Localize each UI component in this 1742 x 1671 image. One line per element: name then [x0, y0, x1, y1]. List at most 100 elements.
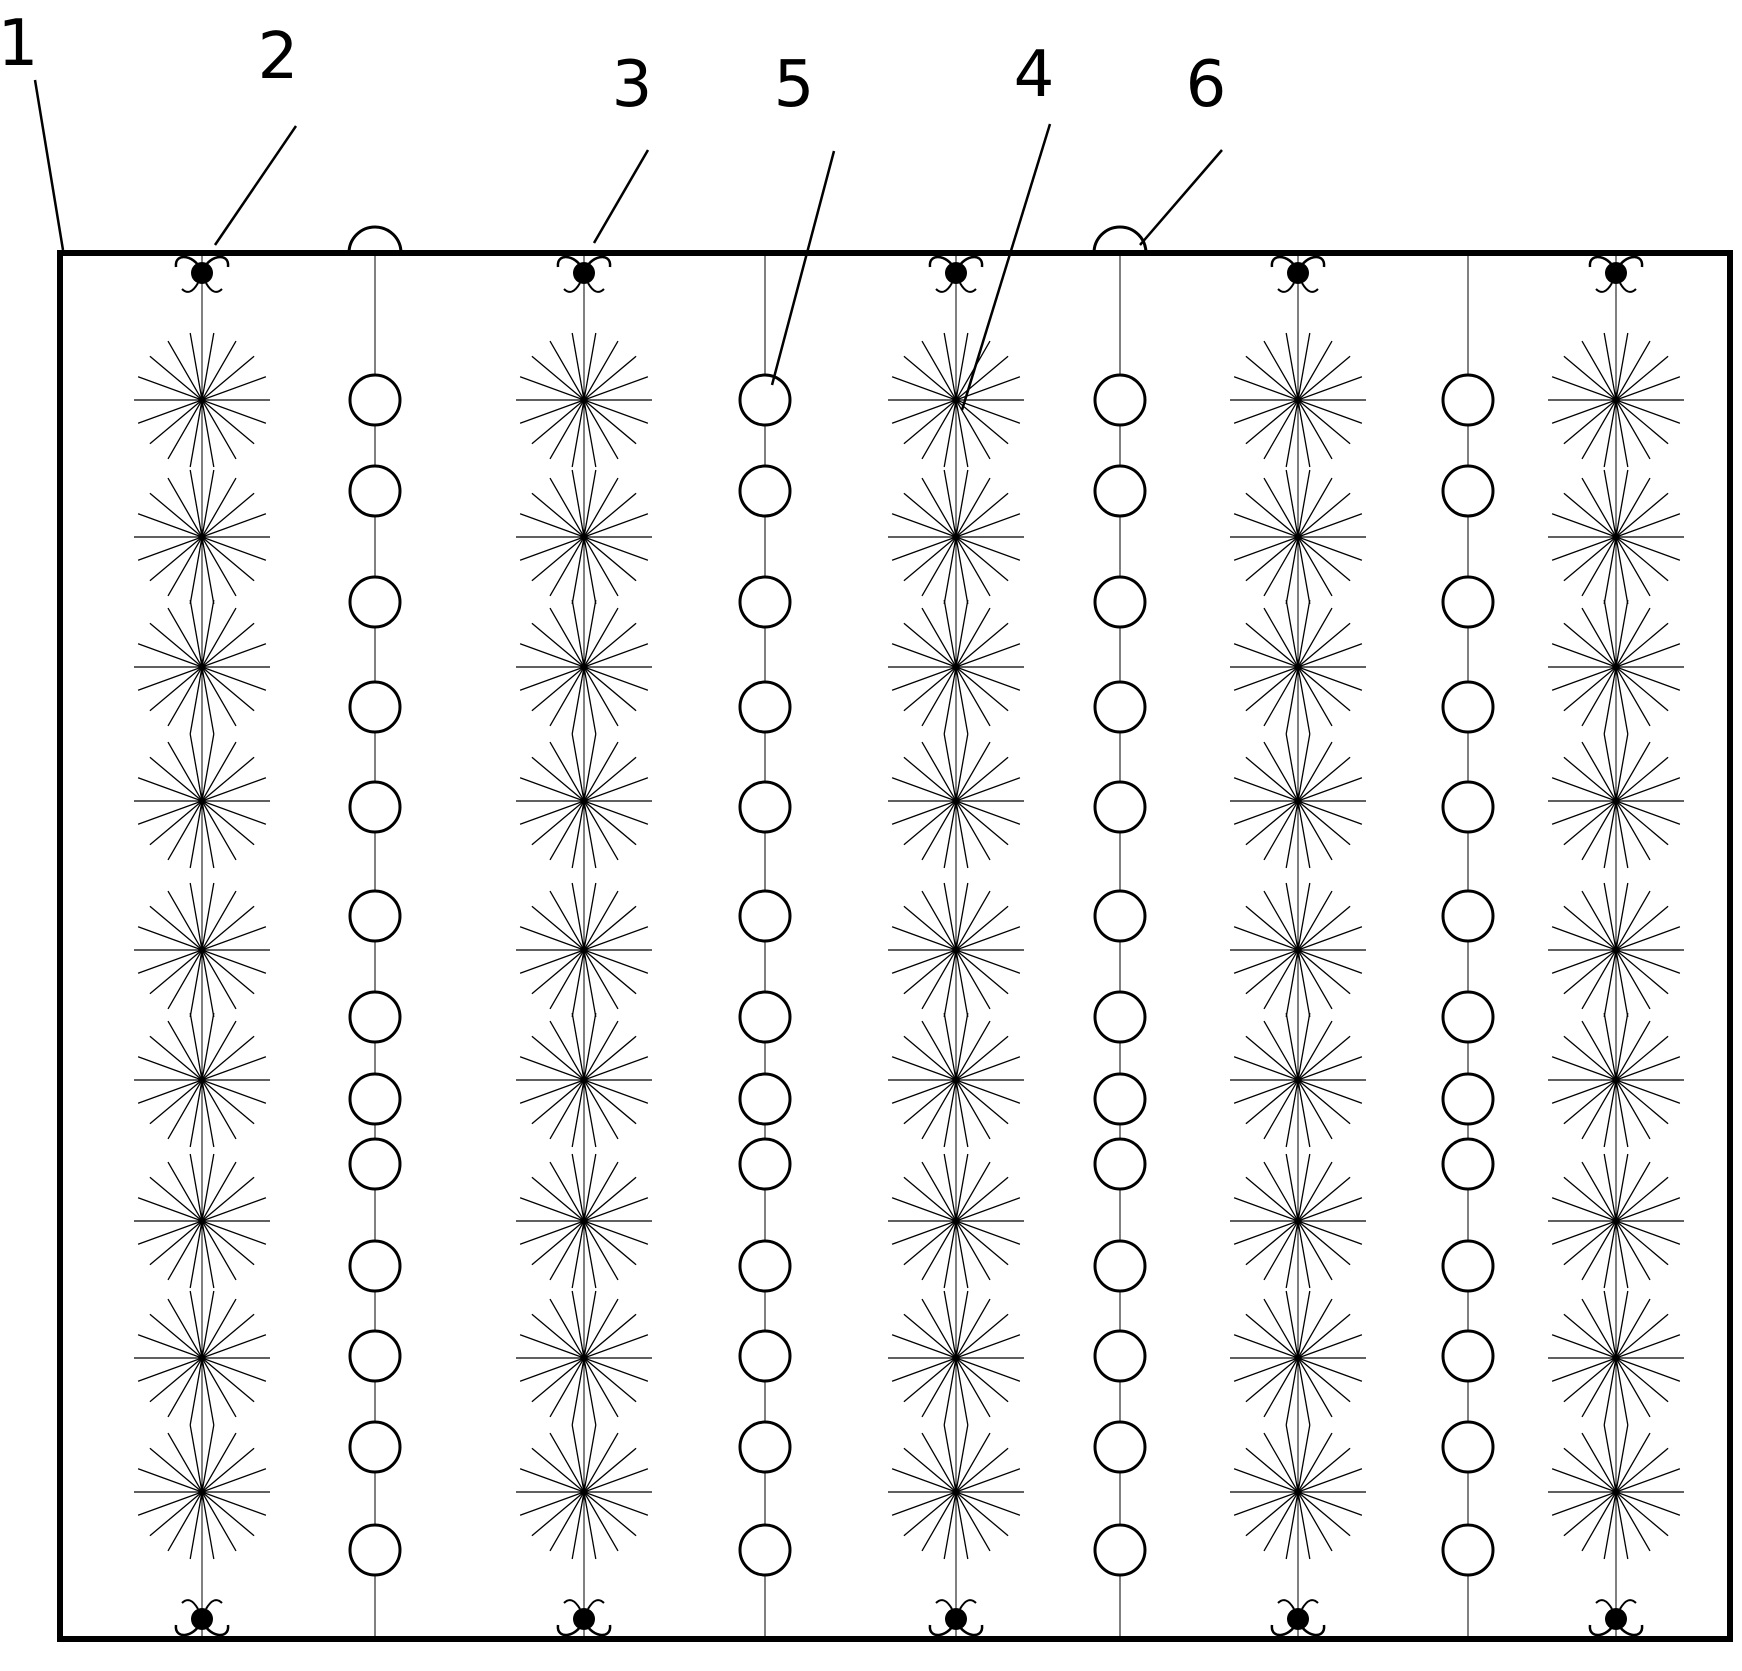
circle-column-2-row-2	[738, 464, 792, 518]
star-column-4-row-8	[1230, 1290, 1366, 1426]
star-column-2-row-8	[516, 1290, 652, 1426]
top-dome-circle-column-1	[347, 225, 403, 254]
star-ray	[519, 643, 649, 691]
star-ray	[1233, 1197, 1363, 1245]
star-ray	[891, 643, 1021, 691]
emitter-dot	[191, 262, 213, 284]
bottom-emitter-column-5	[1588, 1599, 1644, 1637]
emitter-hook-left	[181, 282, 199, 293]
star-column-2-row-1	[516, 332, 652, 468]
circle-column-1-row-13	[348, 1523, 402, 1577]
emitter-hook-right	[205, 282, 223, 293]
callout-leader-5	[770, 150, 836, 386]
star-column-1-row-6	[134, 1012, 270, 1148]
star-ray	[1233, 777, 1363, 825]
circle-column-1-row-12	[348, 1420, 402, 1474]
bottom-emitter-column-4	[1270, 1599, 1326, 1637]
star-ray	[519, 1056, 649, 1104]
star-ray	[1233, 1468, 1363, 1516]
circle-column-3-row-2	[1093, 464, 1147, 518]
circle-column-1-row-5	[348, 780, 402, 834]
star-ray	[891, 513, 1021, 561]
circle-column-4-row-7	[1441, 990, 1495, 1044]
emitter-dot	[573, 262, 595, 284]
emitter-hook-right	[1619, 1599, 1637, 1610]
star-ray	[1233, 1334, 1363, 1382]
star-column-1-row-9	[134, 1424, 270, 1560]
circle-column-4-row-5	[1441, 780, 1495, 834]
star-ray	[1551, 643, 1681, 691]
callout-leader-6	[1139, 149, 1223, 246]
circle-column-3-row-5	[1093, 780, 1147, 834]
emitter-hook-right	[205, 1599, 223, 1610]
emitter-hook-left	[935, 1599, 953, 1610]
circle-column-2-row-11	[738, 1329, 792, 1383]
star-column-2-row-4	[516, 733, 652, 869]
star-column-2-row-6	[516, 1012, 652, 1148]
star-ray	[1551, 513, 1681, 561]
circle-column-1-row-9	[348, 1137, 402, 1191]
star-ray	[891, 1197, 1021, 1245]
bottom-emitter-column-1	[174, 1599, 230, 1637]
circle-column-1-row-3	[348, 575, 402, 629]
emitter-hook-right	[587, 282, 605, 293]
circle-column-4-row-9	[1441, 1137, 1495, 1191]
star-column-3-row-6	[888, 1012, 1024, 1148]
star-ray	[519, 1468, 649, 1516]
emitter-dot	[191, 1608, 213, 1630]
star-column-4-row-4	[1230, 733, 1366, 869]
bottom-emitter-column-3	[928, 1599, 984, 1637]
emitter-dot	[945, 1608, 967, 1630]
star-column-5-row-1	[1548, 332, 1684, 468]
circle-column-4-row-12	[1441, 1420, 1495, 1474]
star-column-4-row-6	[1230, 1012, 1366, 1148]
circle-column-3-row-10	[1093, 1239, 1147, 1293]
circle-column-2-row-9	[738, 1137, 792, 1191]
star-column-2-row-2	[516, 469, 652, 605]
circle-column-3-row-4	[1093, 680, 1147, 734]
star-column-1-row-4	[134, 733, 270, 869]
circle-column-2-row-7	[738, 990, 792, 1044]
circle-column-3-row-12	[1093, 1420, 1147, 1474]
circle-column-1-row-4	[348, 680, 402, 734]
star-column-5-row-7	[1548, 1153, 1684, 1289]
emitter-dot	[1605, 262, 1627, 284]
emitter-hook-left	[1595, 1599, 1613, 1610]
circle-column-1-row-10	[348, 1239, 402, 1293]
top-dome-circle-column-3	[1092, 225, 1148, 254]
circle-column-1-row-6	[348, 889, 402, 943]
star-ray	[891, 1468, 1021, 1516]
star-column-5-row-4	[1548, 733, 1684, 869]
emitter-dot	[1605, 1608, 1627, 1630]
callout-label-5: 5	[774, 48, 815, 122]
star-ray	[1551, 376, 1681, 424]
circle-column-2-row-1	[738, 373, 792, 427]
circle-column-3-row-7	[1093, 990, 1147, 1044]
emitter-hook-left	[1595, 282, 1613, 293]
star-ray	[519, 926, 649, 974]
star-column-1-row-7	[134, 1153, 270, 1289]
circle-column-3-row-6	[1093, 889, 1147, 943]
star-column-3-row-9	[888, 1424, 1024, 1560]
circle-column-2-row-5	[738, 780, 792, 834]
callout-leader-4	[960, 123, 1052, 411]
emitter-dot	[573, 1608, 595, 1630]
emitter-hook-left	[935, 282, 953, 293]
circle-column-3-row-1	[1093, 373, 1147, 427]
star-column-4-row-5	[1230, 882, 1366, 1018]
emitter-hook-right	[959, 1599, 977, 1610]
emitter-dot	[1287, 1608, 1309, 1630]
circle-column-4-row-3	[1441, 575, 1495, 629]
star-column-5-row-9	[1548, 1424, 1684, 1560]
circle-column-4-row-10	[1441, 1239, 1495, 1293]
circle-column-3-row-9	[1093, 1137, 1147, 1191]
circle-column-2-row-3	[738, 575, 792, 629]
star-column-5-row-5	[1548, 882, 1684, 1018]
star-column-3-row-1	[888, 332, 1024, 468]
star-ray	[1551, 1334, 1681, 1382]
emitter-dot	[1287, 262, 1309, 284]
star-ray	[891, 777, 1021, 825]
star-ray	[891, 1056, 1021, 1104]
circle-column-1-row-2	[348, 464, 402, 518]
